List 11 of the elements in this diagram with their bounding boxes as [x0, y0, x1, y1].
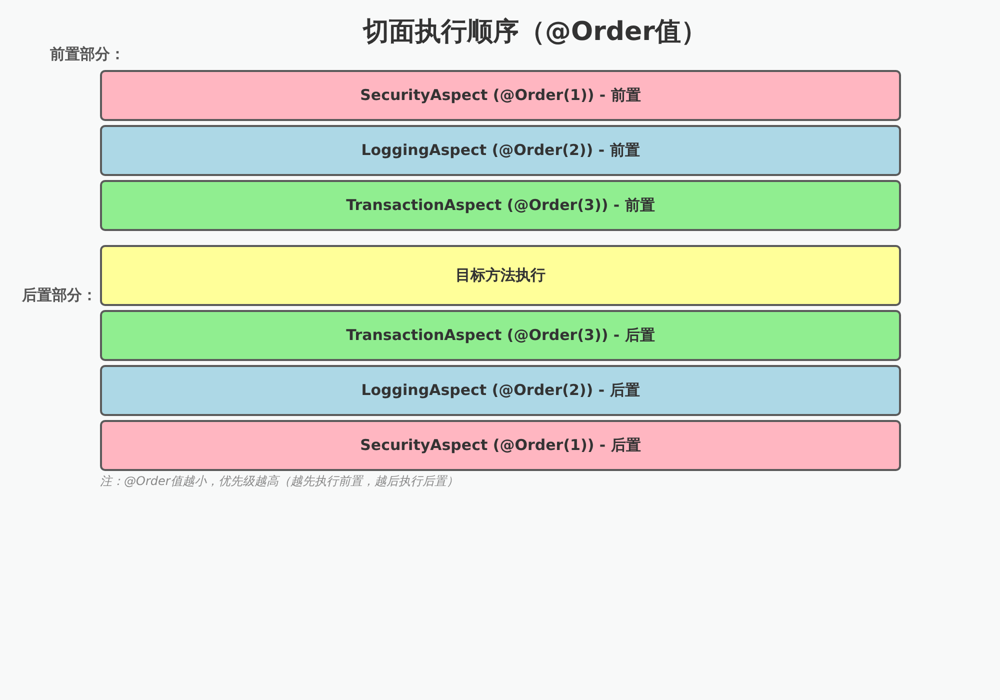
footnote: 注：@Order值越小，优先级越高（越先执行前置，越后执行后置）: [100, 473, 458, 490]
aspect-box: SecurityAspect (@Order(1)) - 前置: [100, 70, 901, 121]
aspect-box: LoggingAspect (@Order(2)) - 前置: [100, 125, 901, 176]
aspect-box: LoggingAspect (@Order(2)) - 后置: [100, 365, 901, 416]
target-method-box: 目标方法执行: [100, 245, 901, 306]
aspect-box: SecurityAspect (@Order(1)) - 后置: [100, 420, 901, 471]
aspect-box: TransactionAspect (@Order(3)) - 后置: [100, 310, 901, 361]
aspect-box: TransactionAspect (@Order(3)) - 前置: [100, 180, 901, 231]
section-label: 后置部分：: [22, 286, 97, 305]
section-label: 前置部分：: [50, 45, 125, 64]
title: 切面执行顺序（@Order值）: [363, 16, 707, 49]
